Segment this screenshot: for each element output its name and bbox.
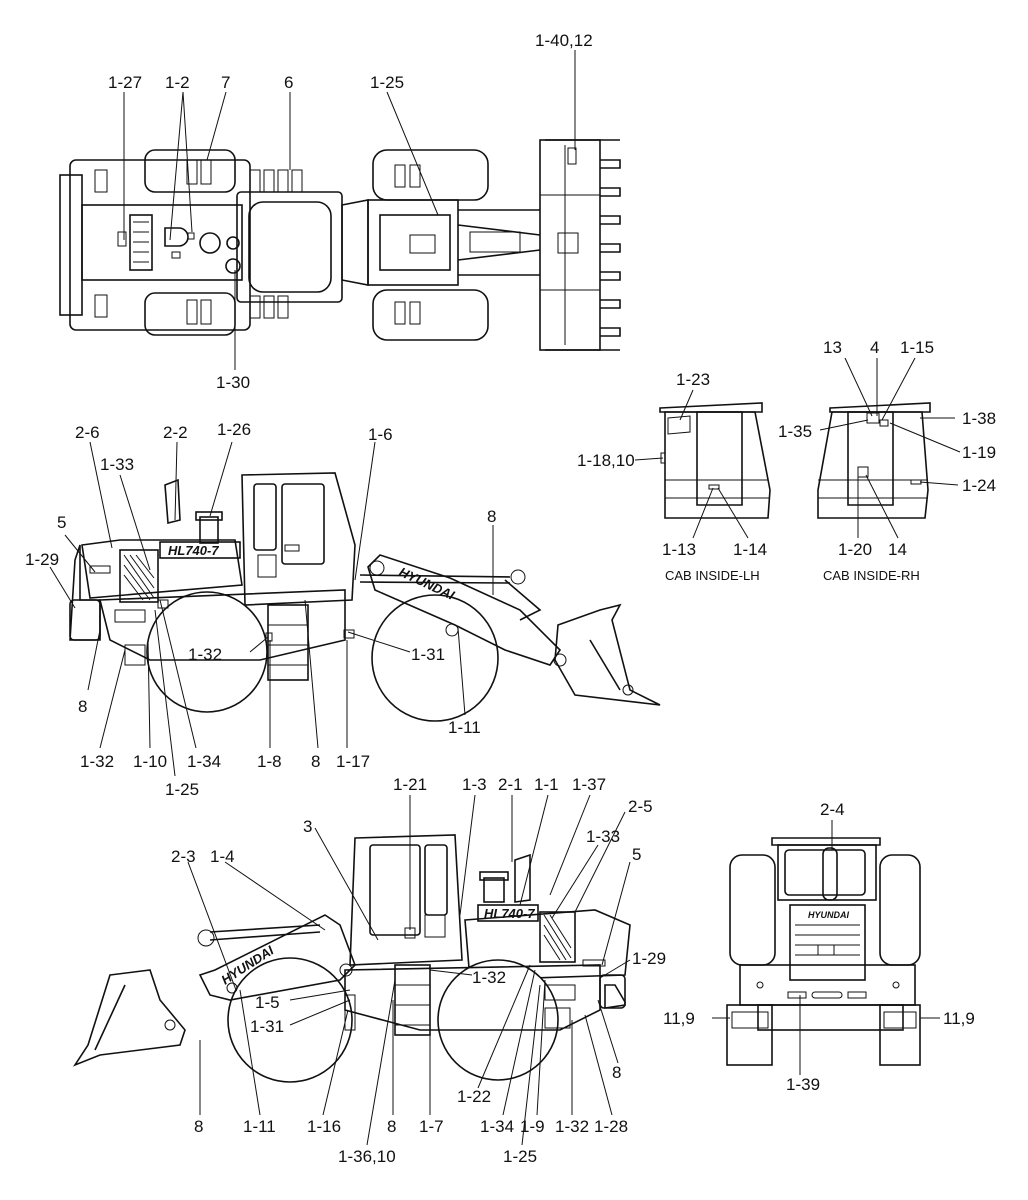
label: 5	[632, 845, 641, 864]
label: 2-1	[498, 775, 523, 794]
label: 1-31	[411, 645, 445, 664]
labels-cab-lh: 1-23 1-18,10 1-13 1-14	[577, 370, 767, 559]
label: 1-25	[370, 73, 404, 92]
left-side-view: HL740-7 HYUNDAI	[69, 472, 661, 722]
label: 1-29	[632, 949, 666, 968]
label: 1-27	[108, 73, 142, 92]
label: 2-3	[171, 847, 196, 866]
labels-top-view: 1-27 1-2 7 6 1-25 1-40,12 1-30	[108, 31, 593, 392]
label: 1-18,10	[577, 451, 635, 470]
label: 1-22	[457, 1087, 491, 1106]
top-view	[59, 139, 621, 351]
label: 1-32	[555, 1117, 589, 1136]
label: 8	[487, 507, 496, 526]
label: 1-28	[594, 1117, 628, 1136]
label: 5	[57, 513, 66, 532]
label: 2-2	[163, 423, 188, 442]
cab-inside-rh: CAB INSIDE-RH	[817, 402, 931, 583]
label: 1-3	[462, 775, 487, 794]
label: 1-8	[257, 752, 282, 771]
label: 1-14	[733, 540, 767, 559]
label: 1-23	[676, 370, 710, 389]
label: 1-4	[210, 847, 235, 866]
label: 3	[303, 817, 312, 836]
label: 1-33	[586, 827, 620, 846]
label: 1-26	[217, 420, 251, 439]
label: 1-25	[503, 1147, 537, 1166]
label: 8	[387, 1117, 396, 1136]
label: 7	[221, 73, 230, 92]
label: 1-35	[778, 422, 812, 441]
label: 8	[78, 697, 87, 716]
label: 1-30	[216, 373, 250, 392]
cab-rh-caption: CAB INSIDE-RH	[823, 568, 920, 583]
label: 1-19	[962, 443, 996, 462]
label: 8	[612, 1063, 621, 1082]
label: 11,9	[943, 1009, 975, 1028]
label: 4	[870, 338, 879, 357]
labels-rear-view: 2-4 11,9 11,9 1-39	[663, 800, 975, 1094]
label: 1-24	[962, 476, 996, 495]
label: 1-17	[336, 752, 370, 771]
label: 2-5	[628, 797, 653, 816]
label: 1-5	[255, 993, 280, 1012]
cab-lh-caption: CAB INSIDE-LH	[665, 568, 760, 583]
label: 1-32	[80, 752, 114, 771]
label: 14	[888, 540, 907, 559]
label: 1-32	[472, 968, 506, 987]
labels-right-view: 1-21 1-3 2-1 1-1 1-37 2-5 1-33 5 3 2-3 1…	[171, 775, 666, 1166]
label: 1-2	[165, 73, 190, 92]
right-side-view: HL740-7 HYUNDAI	[72, 834, 631, 1083]
label: 1-39	[786, 1075, 820, 1094]
label: 1-33	[100, 455, 134, 474]
label: 1-31	[250, 1017, 284, 1036]
label: 2-4	[820, 800, 845, 819]
label: 1-9	[520, 1117, 545, 1136]
label: 2-6	[75, 423, 100, 442]
left-brand-text: HL740-7	[168, 543, 219, 558]
label: 1-11	[243, 1117, 276, 1136]
label: 6	[284, 73, 293, 92]
label: 1-13	[662, 540, 696, 559]
rear-brand-text: HYUNDAI	[808, 910, 850, 920]
label: 1-11	[448, 718, 481, 737]
label: 8	[194, 1117, 203, 1136]
labels-cab-rh: 13 4 1-15 1-35 1-38 1-19 1-24 1-20 14	[778, 338, 996, 559]
label: 1-32	[188, 645, 222, 664]
label: 1-20	[838, 540, 872, 559]
label: 1-6	[368, 425, 393, 444]
label: 1-38	[962, 409, 996, 428]
leader-lines	[49, 50, 961, 1146]
label: 1-34	[480, 1117, 514, 1136]
labels-left-view: 2-6 2-2 1-26 1-6 1-33 5 1-29 8 1-32 1-31…	[25, 420, 496, 799]
label: 1-34	[187, 752, 221, 771]
label: 8	[311, 752, 320, 771]
label: 13	[823, 338, 842, 357]
label: 1-36,10	[338, 1147, 396, 1166]
label: 1-37	[572, 775, 606, 794]
label: 1-7	[419, 1117, 444, 1136]
label: 1-10	[133, 752, 167, 771]
cab-inside-lh: CAB INSIDE-LH	[659, 402, 771, 583]
label: 1-40,12	[535, 31, 593, 50]
right-brand-text: HL740-7	[484, 906, 535, 921]
label: 11,9	[663, 1009, 695, 1028]
label: 1-21	[393, 775, 427, 794]
label: 1-16	[307, 1117, 341, 1136]
label: 1-1	[534, 775, 559, 794]
label: 1-15	[900, 338, 934, 357]
rear-view: HYUNDAI	[726, 837, 921, 1066]
label: 1-29	[25, 550, 59, 569]
label: 1-25	[165, 780, 199, 799]
